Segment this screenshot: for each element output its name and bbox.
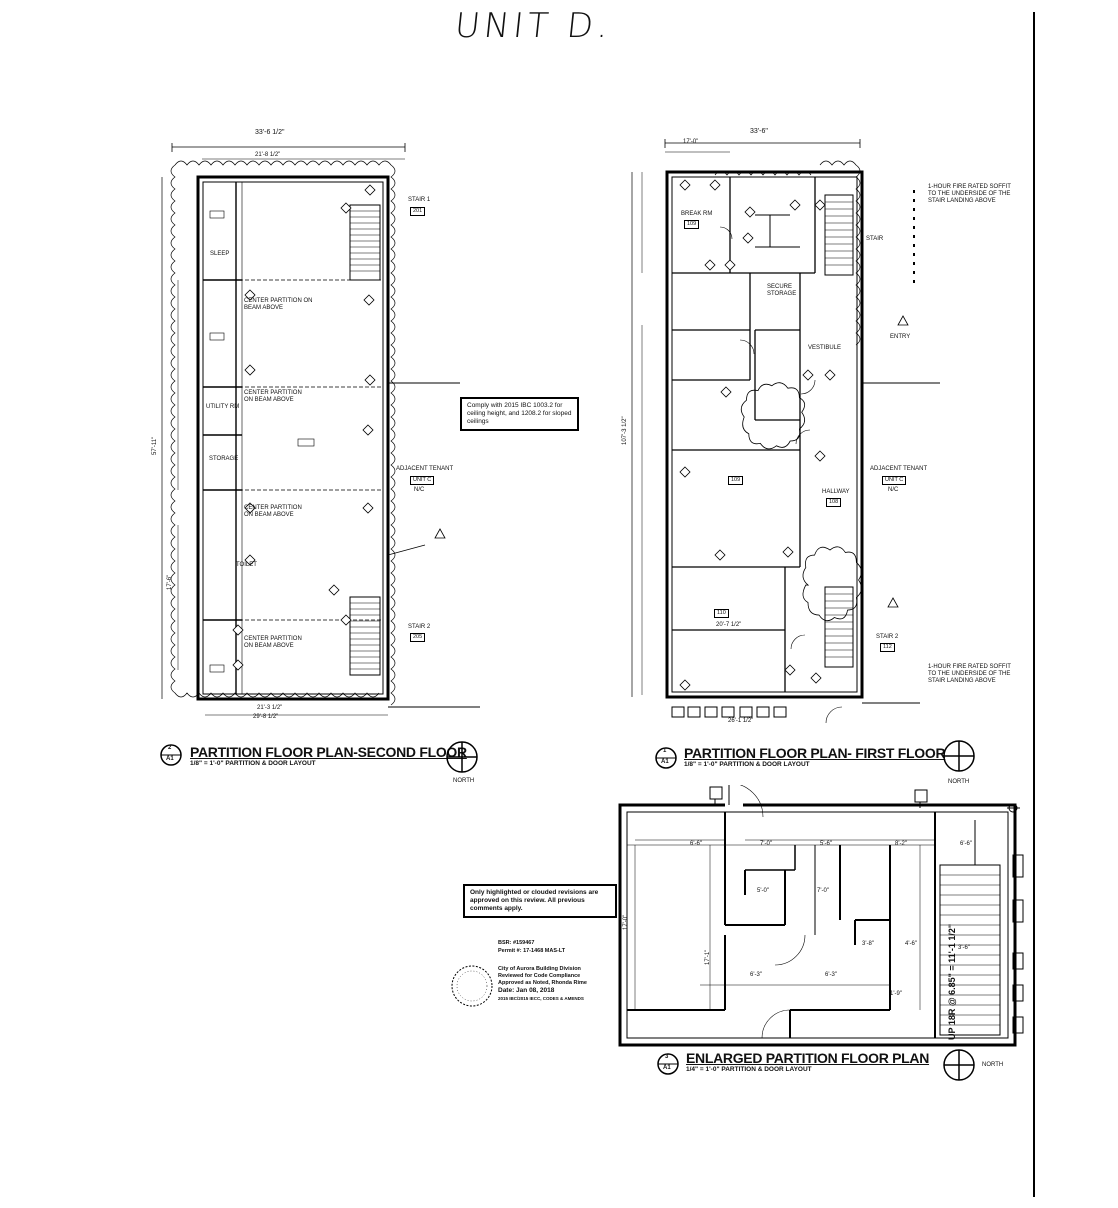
sheet-num-second: 2: [168, 745, 172, 751]
label-stair2: STAIR 2: [408, 624, 431, 630]
stair-note-enlarged: UP 18R @ 6.85" = 11'-1 1/2": [947, 923, 957, 1040]
dim-top-first: 33'-6": [750, 128, 768, 135]
label-sleep: SLEEP: [210, 251, 230, 257]
ceiling-height-note: Comply with 2015 IBC 1003.2 for ceiling …: [460, 397, 579, 431]
dim-enl-12: 4'-6": [905, 941, 917, 947]
label-toilet: TOILET: [236, 562, 257, 568]
second-floor-plan: [161, 143, 480, 716]
dim-enl-14: 3'-6": [958, 945, 970, 951]
label-storage: STORAGE: [209, 456, 239, 462]
tag-201: 201: [410, 207, 426, 216]
dim-enl-10: 17'-1": [705, 949, 711, 965]
label-stair-first: STAIR: [866, 236, 884, 242]
stamp-reviewed: Reviewed for Code Compliance: [498, 973, 581, 979]
label-nc-2: N/C: [414, 487, 425, 493]
sheet-num-enlarged: 3: [665, 1054, 669, 1060]
tag-unit-c-2: UNIT C: [410, 476, 435, 485]
north-arrow-enlarged: [943, 1049, 975, 1081]
unit-label: UNIT D.: [452, 6, 615, 46]
dim-enl-13: 1'-9": [890, 991, 902, 997]
section-bubble-first: [655, 747, 677, 769]
first-floor-plan: [631, 139, 940, 724]
dim-enl-5: 5'-0": [757, 888, 769, 894]
label-stair1: STAIR 1: [408, 197, 431, 203]
stamp-bsr: BSR: #159467: [498, 940, 535, 946]
scale-first-floor: 1/8" = 1'-0" PARTITION & DOOR LAYOUT: [684, 761, 810, 768]
north-label-second: NORTH: [453, 778, 475, 784]
north-label-enlarged: NORTH: [982, 1062, 1004, 1068]
north-arrow-first: [943, 740, 975, 772]
dim-top2-first: 17'-0": [683, 139, 699, 145]
sheet-ref-second: A1: [166, 756, 174, 762]
sheet-num-first: 1: [663, 748, 667, 754]
section-bubble-enlarged: [657, 1053, 679, 1075]
label-entry: ENTRY: [890, 334, 911, 340]
dim-left-second: 57'-11": [152, 436, 158, 455]
approval-note: Only highlighted or clouded revisions ar…: [463, 884, 617, 918]
city-seal: [451, 965, 493, 1007]
tag-108: 108: [826, 498, 842, 507]
label-nc-1: N/C: [888, 487, 899, 493]
stamp-codes: 2015 IBC/2015 IECC, CODES & AMENDS: [498, 996, 584, 1001]
dim-bottom-first: 26'-1 1/2": [728, 718, 754, 724]
note-center-partition-3: CENTER PARTITION ON BEAM ABOVE: [244, 505, 302, 518]
stamp-approved: Approved as Noted, Rhonda Rime: [498, 980, 587, 986]
dim-enl-7: 6'-3": [750, 972, 762, 978]
note-center-partition-1: CENTER PARTITION ON BEAM ABOVE: [244, 298, 313, 311]
tag-112: 112: [880, 643, 895, 652]
dim-enl-6: 7'-0": [817, 888, 829, 894]
dim-enl-9: 17'-0": [623, 914, 629, 930]
north-arrow-second: [446, 741, 478, 773]
scale-second-floor: 1/8" = 1'-0" PARTITION & DOOR LAYOUT: [190, 760, 316, 767]
label-utility: UTILITY RM: [206, 404, 240, 410]
tag-109: 109: [728, 476, 744, 485]
sheet-ref-enlarged: A1: [663, 1065, 671, 1071]
section-bubble-second: [160, 744, 182, 766]
dim-enl-4: 6'-6": [960, 841, 972, 847]
dim-left2-second: 17'-6": [167, 574, 173, 590]
dim-enl-1: 7'-0": [760, 841, 772, 847]
label-adjacent-tenant-1: ADJACENT TENANT: [870, 466, 928, 472]
enlarged-floor-plan: [618, 785, 1024, 1047]
stamp-date: Date: Jan 08, 2018: [498, 987, 555, 994]
dim-enl-3: 8'-2": [895, 841, 907, 847]
dim-left-first: 107'-3 1/2": [622, 416, 628, 445]
label-hallway: HALLWAY: [822, 489, 850, 495]
north-label-first: NORTH: [948, 779, 970, 785]
note-center-partition-4: CENTER PARTITION ON BEAM ABOVE: [244, 636, 302, 649]
tag-205: 205: [410, 633, 426, 642]
sheet-ref-first: A1: [661, 759, 669, 765]
label-secure-storage: SECURE STORAGE: [767, 284, 797, 297]
title-first-floor: PARTITION FLOOR PLAN- FIRST FLOOR: [684, 745, 946, 761]
stamp-city: City of Aurora Building Division: [498, 966, 581, 972]
label-adjacent-tenant-2: ADJACENT TENANT: [396, 466, 454, 472]
dim-enl-8: 6'-3": [825, 972, 837, 978]
title-second-floor: PARTITION FLOOR PLAN-SECOND FLOOR: [190, 744, 467, 760]
dim-enl-11: 3'-8": [862, 941, 874, 947]
dim-enl-2: 5'-6": [820, 841, 832, 847]
scale-enlarged: 1/4" = 1'-0" PARTITION & DOOR LAYOUT: [686, 1066, 812, 1073]
label-stair2-first: STAIR 2: [876, 634, 899, 640]
dim-inner-top-second: 21'-8 1/2": [255, 152, 281, 158]
note-fire-soffit-2: 1-HOUR FIRE RATED SOFFIT TO THE UNDERSID…: [928, 664, 1011, 684]
tag-unit-c-1: UNIT C: [882, 476, 907, 485]
dim-bottom2-second: 29'-8 1/2": [253, 714, 279, 720]
dim-bottom-second: 21'-3 1/2": [257, 705, 283, 711]
note-fire-soffit-1: 1-HOUR FIRE RATED SOFFIT TO THE UNDERSID…: [928, 184, 1011, 204]
tag-110: 110: [714, 609, 729, 618]
dim-mid-first: 20'-7 1/2": [716, 622, 742, 628]
note-center-partition-2: CENTER PARTITION ON BEAM ABOVE: [244, 390, 302, 403]
title-enlarged: ENLARGED PARTITION FLOOR PLAN: [686, 1050, 930, 1066]
dim-enl-0: 6'-6": [690, 841, 702, 847]
dim-top-second: 33'-6 1/2": [255, 129, 285, 136]
sheet-border-line: [1033, 12, 1035, 1197]
label-vestibule: VESTIBULE: [808, 345, 842, 351]
stamp-permit: Permit #: 17-1468 MAS-LT: [498, 948, 566, 954]
label-break-rm: BREAK RM: [681, 211, 713, 217]
tag-break-109: 109: [684, 220, 700, 229]
